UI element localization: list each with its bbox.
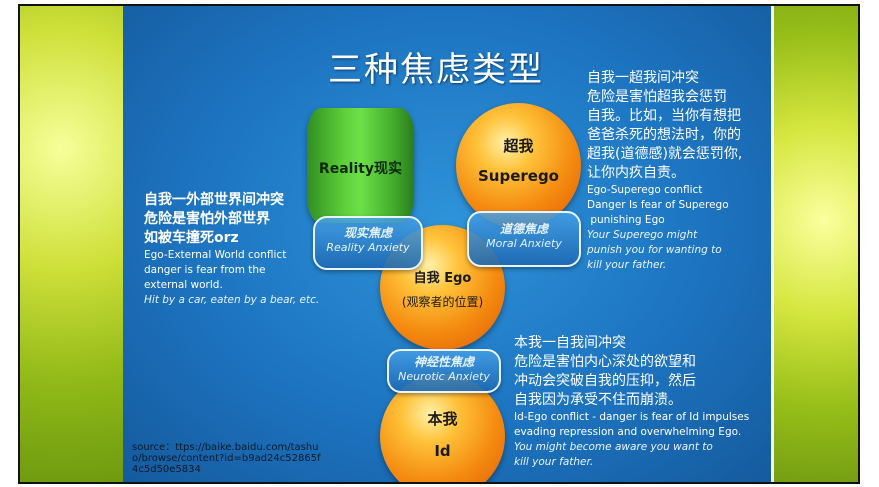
rt-zh-line: 让你内疚自责。 — [587, 165, 685, 181]
reality-cylinder: Reality现实 — [307, 108, 414, 223]
left-en-line: external world. — [144, 279, 223, 291]
id-ego-text: 本我一自我间冲突 危险是害怕内心深处的欲望和 冲动会突破自我的压抑，然后 自我因… — [514, 334, 772, 470]
source-citation: source：ttps://baike.baidu.com/tashuo/bro… — [132, 442, 321, 475]
superego-zh-label: 超我 — [503, 137, 534, 155]
moral-anxiety-pill: 道德焦虑 Moral Anxiety — [467, 211, 581, 267]
rb-en-line: evading repression and overwhelming Ego. — [514, 426, 742, 438]
left-en-italic: Hit by a car, eaten by a bear, etc. — [144, 294, 320, 306]
id-zh-label: 本我 — [427, 410, 458, 428]
rb-en-italic: kill your father. — [514, 456, 594, 468]
screen-frame: 三种焦虑类型 自我一外部世界间冲突 危险是害怕外部世界 如被车撞死orz Ego… — [18, 4, 860, 484]
rt-en-italic: kill your father. — [587, 259, 667, 271]
rt-en-line: punishing Ego — [587, 214, 665, 226]
slide: 三种焦虑类型 自我一外部世界间冲突 危险是害怕外部世界 如被车撞死orz Ego… — [123, 6, 774, 482]
rt-en-line: Ego-Superego conflict — [587, 184, 703, 196]
reality-anxiety-en: Reality Anxiety — [326, 241, 410, 254]
left-en-line: Ego-External World conflict — [144, 249, 287, 261]
rt-zh-line: 爸爸杀死的想法时，你的 — [587, 127, 741, 143]
ego-sub-label: (观察者的位置) — [401, 295, 484, 309]
superego-sphere: 超我 Superego — [456, 103, 581, 228]
right-decorative-panel — [772, 6, 858, 482]
neurotic-anxiety-pill: 神经性焦虑 Neurotic Anxiety — [387, 349, 501, 393]
rb-zh-line: 本我一自我间冲突 — [514, 335, 626, 351]
left-decorative-panel — [20, 6, 123, 482]
ego-external-text: 自我一外部世界间冲突 危险是害怕外部世界 如被车撞死orz Ego-Extern… — [144, 191, 344, 308]
rb-zh-line: 危险是害怕内心深处的欲望和 — [514, 354, 696, 370]
slide-title: 三种焦虑类型 — [328, 50, 544, 90]
superego-en-label: Superego — [477, 167, 559, 185]
neurotic-anxiety-zh: 神经性焦虑 — [413, 355, 474, 369]
reality-anxiety-pill: 现实焦虑 Reality Anxiety — [313, 216, 423, 270]
rt-zh-line: 自我一超我间冲突 — [587, 70, 699, 86]
left-zh-line: 危险是害怕外部世界 — [144, 211, 270, 227]
left-en-line: danger is fear from the — [144, 264, 266, 276]
rb-zh-line: 冲动会突破自我的压抑，然后 — [514, 373, 696, 389]
slide-edge-divider — [771, 6, 774, 482]
reality-anxiety-zh: 现实焦虑 — [343, 226, 392, 240]
rt-zh-line: 危险是害怕超我会惩罚 — [587, 89, 727, 105]
moral-anxiety-en: Moral Anxiety — [486, 237, 562, 250]
left-zh-line: 自我一外部世界间冲突 — [144, 192, 284, 208]
left-zh-line: 如被车撞死orz — [144, 230, 239, 246]
rt-en-italic: punish you for wanting to — [587, 244, 722, 256]
ego-superego-text: 自我一超我间冲突 危险是害怕超我会惩罚 自我。比如，当你有想把 爸爸杀死的想法时… — [587, 69, 774, 273]
id-en-label: Id — [434, 442, 451, 460]
neurotic-anxiety-en: Neurotic Anxiety — [398, 370, 490, 383]
rt-en-line: Danger Is fear of Superego — [587, 199, 729, 211]
reality-label: Reality现实 — [318, 161, 403, 177]
rt-zh-line: 超我(道德感)就会惩罚你, — [587, 146, 743, 162]
rt-en-italic: Your Superego might — [587, 229, 698, 241]
rb-en-italic: You might become aware you want to — [514, 441, 713, 453]
rt-zh-line: 自我。比如，当你有想把 — [587, 108, 741, 124]
ego-label: 自我 Ego — [413, 271, 472, 286]
rb-en-line: Id-Ego conflict - danger is fear of Id i… — [514, 411, 750, 423]
rb-zh-line: 自我因为承受不住而崩溃。 — [514, 392, 682, 408]
moral-anxiety-zh: 道德焦虑 — [499, 222, 548, 236]
